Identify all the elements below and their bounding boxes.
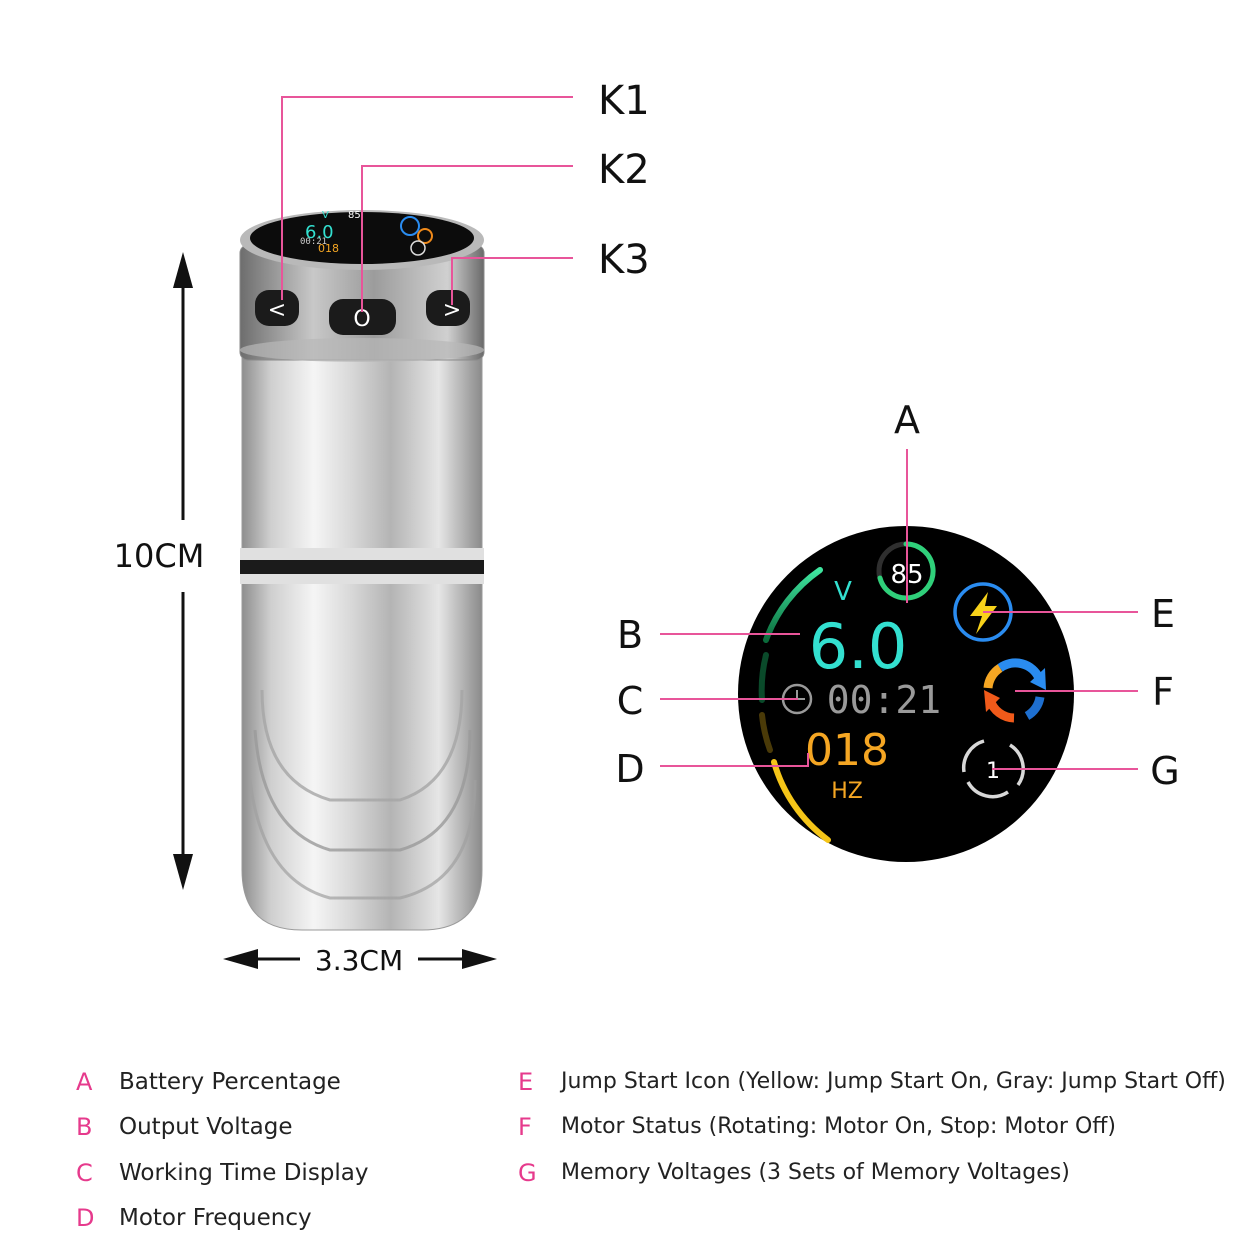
legend-item-b: B Output Voltage <box>76 1113 476 1141</box>
memory-ring-icon <box>961 739 1025 799</box>
callout-d: D <box>615 747 644 791</box>
k1-button[interactable]: < <box>255 290 299 326</box>
callout-b: B <box>617 613 643 657</box>
callout-a: A <box>894 398 920 442</box>
legend-text: Output Voltage <box>119 1114 293 1140</box>
output-voltage: 6.0 <box>809 610 908 683</box>
height-dimension <box>173 252 193 890</box>
legend-item-d: D Motor Frequency <box>76 1204 476 1232</box>
callout-k3: K3 <box>598 237 650 283</box>
frequency-unit: HZ <box>831 779 863 804</box>
legend-letter: D <box>76 1204 95 1232</box>
mini-frequency: 018 <box>318 242 339 255</box>
callout-f: F <box>1152 670 1174 714</box>
legend-text: Jump Start Icon (Yellow: Jump Start On, … <box>561 1069 1226 1094</box>
working-time: 00:21 <box>827 678 941 722</box>
callout-e: E <box>1151 592 1175 636</box>
mini-voltage: 6.0 <box>305 222 334 243</box>
callout-k1: K1 <box>598 78 650 124</box>
voltage-unit: V <box>834 577 852 607</box>
legend-item-e: E Jump Start Icon (Yellow: Jump Start On… <box>518 1068 1226 1096</box>
display-callout-lines <box>660 449 1138 770</box>
legend-letter: E <box>518 1068 534 1096</box>
k3-button-label: > <box>443 298 461 323</box>
legend-item-a: A Battery Percentage <box>76 1068 476 1096</box>
legend-letter: F <box>518 1113 532 1141</box>
legend-item-c: C Working Time Display <box>76 1159 476 1187</box>
mini-time: 00:21 <box>300 237 327 247</box>
legend-letter: C <box>76 1159 93 1187</box>
k3-button[interactable]: > <box>426 290 470 326</box>
callout-g: G <box>1150 749 1179 793</box>
legend-text: Working Time Display <box>119 1160 369 1186</box>
memory-slot: 1 <box>986 759 1000 784</box>
callout-c: C <box>617 679 644 723</box>
k1-button-label: < <box>268 298 286 323</box>
width-dimension <box>223 949 497 969</box>
legend-letter: A <box>76 1068 93 1096</box>
legend-letter: B <box>76 1113 93 1141</box>
mini-screen: V 85 6.0 00:21 018 <box>300 210 433 256</box>
legend-item-f: F Motor Status (Rotating: Motor On, Stop… <box>518 1113 1218 1141</box>
legend-text: Battery Percentage <box>119 1069 341 1095</box>
svg-text:V: V <box>322 210 329 221</box>
legend-item-g: G Memory Voltages (3 Sets of Memory Volt… <box>518 1159 1218 1187</box>
k-callout-lines <box>281 96 573 312</box>
legend-letter: G <box>518 1159 537 1187</box>
legend-text: Motor Status (Rotating: Motor On, Stop: … <box>561 1114 1117 1139</box>
motor-frequency: 018 <box>805 725 889 776</box>
k2-button[interactable]: O <box>329 299 396 335</box>
legend-text: Motor Frequency <box>119 1205 312 1231</box>
height-label: 10CM <box>114 537 205 575</box>
callout-k2: K2 <box>598 147 650 193</box>
k2-button-label: O <box>353 307 370 332</box>
legend-text: Memory Voltages (3 Sets of Memory Voltag… <box>561 1160 1070 1185</box>
svg-text:85: 85 <box>348 210 361 221</box>
width-label: 3.3CM <box>315 944 403 977</box>
rotate-arrows-icon <box>983 658 1046 723</box>
